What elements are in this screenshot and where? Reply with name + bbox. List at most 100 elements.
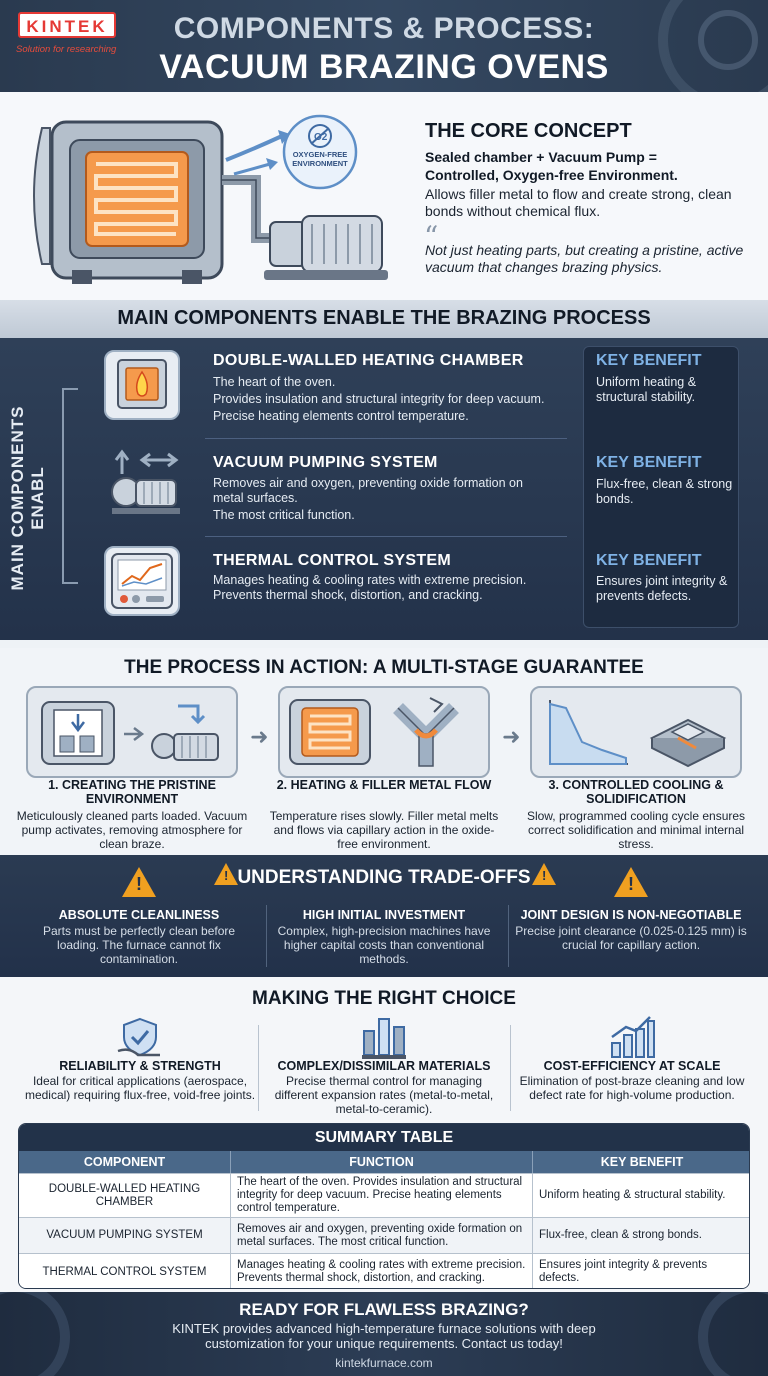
core-concept-title: THE CORE CONCEPT	[425, 120, 632, 142]
header: KINTEK Solution for researching COMPONEN…	[0, 0, 768, 92]
vacuum-oven-illustration: O2	[33, 114, 388, 284]
process-section: THE PROCESS IN ACTION: A MULTI-STAGE GUA…	[0, 648, 768, 855]
warning-icon: !	[532, 863, 556, 885]
tradeoff-desc: Parts must be perfectly clean before loa…	[42, 924, 236, 966]
key-benefit-label: KEY BENEFIT	[596, 352, 702, 369]
tradeoff-desc: Precise joint clearance (0.025-0.125 mm)…	[515, 924, 747, 952]
process-step-desc: Slow, programmed cooling cycle ensures c…	[526, 809, 746, 851]
gear-decoration-icon	[698, 10, 758, 70]
footer-text: KINTEK provides advanced high-temperatur…	[172, 1321, 596, 1351]
divider	[510, 1025, 511, 1111]
materials-blocks-icon	[362, 1018, 406, 1059]
table-cell: THERMAL CONTROL SYSTEM	[19, 1254, 231, 1288]
process-step-desc: Temperature rises slowly. Filler metal m…	[269, 809, 499, 851]
main-components-band: MAIN COMPONENTS ENABLE THE BRAZING PROCE…	[0, 300, 768, 338]
right-choice-title: MAKING THE RIGHT CHOICE	[252, 988, 516, 1009]
arrow-right-icon: ➜	[250, 724, 269, 749]
right-choice-section: MAKING THE RIGHT CHOICE RELIABILITY & ST…	[0, 977, 768, 1120]
component-title: DOUBLE-WALLED HEATING CHAMBER	[213, 352, 524, 369]
process-step-1-card	[26, 686, 238, 778]
divider	[266, 905, 267, 967]
warning-icon: !	[614, 867, 648, 897]
footer-cta: READY FOR FLAWLESS BRAZING? KINTEK provi…	[0, 1292, 768, 1376]
key-benefit-text: Flux-free, clean & strong bonds.	[596, 477, 733, 506]
key-benefit-label: KEY BENEFIT	[596, 552, 702, 569]
logo[interactable]: KINTEK	[18, 12, 116, 38]
table-cell: The heart of the oven. Provides insulati…	[231, 1174, 533, 1217]
key-benefit-text: Ensures joint integrity & prevents defec…	[596, 574, 728, 603]
logo-text: KINTEK	[26, 17, 108, 36]
divider	[508, 905, 509, 967]
process-title: THE PROCESS IN ACTION: A MULTI-STAGE GUA…	[124, 657, 644, 678]
choice-desc: Precise thermal control for managing dif…	[274, 1074, 494, 1116]
component-desc-line: Prevents thermal shock, distortion, and …	[213, 588, 483, 602]
summary-table-header: SUMMARY TABLE	[19, 1124, 749, 1151]
column-header-key-benefit: KEY BENEFIT	[533, 1151, 749, 1173]
footer-title: READY FOR FLAWLESS BRAZING?	[239, 1300, 529, 1319]
summary-table: SUMMARY TABLE COMPONENT FUNCTION KEY BEN…	[18, 1123, 750, 1289]
table-row: DOUBLE-WALLED HEATING CHAMBER The heart …	[19, 1173, 749, 1217]
column-header-function: FUNCTION	[231, 1151, 533, 1173]
core-concept-quote: Not just heating parts, but creating a p…	[425, 242, 744, 275]
divider	[205, 536, 567, 537]
table-cell: DOUBLE-WALLED HEATING CHAMBER	[19, 1174, 231, 1217]
table-cell: Flux-free, clean & strong bonds.	[539, 1229, 702, 1241]
logo-tagline: Solution for researching	[16, 44, 117, 55]
component-desc-line: The heart of the oven.	[213, 375, 336, 389]
shield-hand-icon	[117, 1017, 160, 1057]
key-benefit-text: Uniform heating & structural stability.	[596, 375, 697, 404]
component-title: THERMAL CONTROL SYSTEM	[213, 552, 452, 569]
bracket-connector	[62, 388, 78, 584]
key-benefits-panel	[583, 346, 739, 628]
component-desc-line: The most critical function.	[213, 508, 355, 522]
choice-desc: Ideal for critical applications (aerospa…	[24, 1074, 256, 1102]
divider	[258, 1025, 259, 1111]
component-title: VACUUM PUMPING SYSTEM	[213, 454, 438, 471]
column-header-component: COMPONENT	[19, 1151, 231, 1173]
warning-icon: !	[122, 867, 156, 897]
table-cell: Removes air and oxygen, preventing oxide…	[231, 1218, 533, 1253]
page-title-line1: COMPONENTS & PROCESS:	[173, 12, 595, 45]
vertical-label: MAIN COMPONENTS ENABL	[8, 405, 47, 591]
gear-decoration-icon	[658, 0, 768, 92]
component-desc-line: Precise heating elements control tempera…	[213, 409, 469, 423]
arrow-right-icon: ➜	[502, 724, 521, 749]
oxygen-free-badge: OXYGEN-FREE ENVIRONMENT	[292, 150, 348, 168]
component-desc-line: Manages heating & cooling rates with ext…	[213, 573, 527, 587]
tradeoff-title: HIGH INITIAL INVESTMENT	[302, 908, 466, 922]
page-title-line2: VACUUM BRAZING OVENS	[159, 48, 609, 86]
table-cell: Manages heating & cooling rates with ext…	[231, 1254, 533, 1288]
thermal-control-monitor-icon	[104, 546, 180, 616]
core-concept-bold: Sealed chamber + Vacuum Pump = Controlle…	[425, 148, 755, 184]
core-concept-bold-line1: Sealed chamber + Vacuum Pump =	[425, 149, 657, 165]
process-step-title: 2. HEATING & FILLER METAL FLOW	[276, 778, 492, 792]
growth-chart-icon	[611, 1016, 655, 1058]
table-row: VACUUM PUMPING SYSTEM Removes air and ox…	[19, 1217, 749, 1253]
tradeoffs-section: ! ! UNDERSTANDING TRADE-OFFS ! ! ABSOLUT…	[0, 855, 768, 977]
process-step-title: 3. CONTROLLED COOLING & SOLIDIFICATION	[548, 778, 724, 806]
core-concept-bold-line2: Controlled, Oxygen-free Environment.	[425, 167, 678, 183]
table-cell: VACUUM PUMPING SYSTEM	[19, 1218, 231, 1253]
summary-section: SUMMARY TABLE COMPONENT FUNCTION KEY BEN…	[0, 1120, 768, 1292]
component-desc-line: Provides insulation and structural integ…	[213, 392, 545, 406]
vacuum-pump-icon	[104, 448, 180, 518]
warning-icon: !	[214, 863, 238, 885]
choice-desc: Elimination of post-braze cleaning and l…	[519, 1074, 745, 1102]
summary-table-title: SUMMARY TABLE	[314, 1129, 454, 1146]
key-benefit-label: KEY BENEFIT	[596, 454, 702, 471]
footer-link[interactable]: kintekfurnace.com	[335, 1356, 433, 1370]
process-step-2-card	[278, 686, 490, 778]
table-cell: Ensures joint integrity & prevents defec…	[539, 1259, 708, 1284]
gear-decoration-icon	[698, 1292, 768, 1376]
table-row: THERMAL CONTROL SYSTEM Manages heating &…	[19, 1253, 749, 1288]
divider	[205, 438, 567, 439]
gear-decoration-icon	[0, 1292, 70, 1376]
process-step-desc: Meticulously cleaned parts loaded. Vacuu…	[16, 809, 248, 851]
tradeoff-title: JOINT DESIGN IS NON-NEGOTIABLE	[520, 908, 742, 922]
svg-text:O2: O2	[314, 132, 328, 143]
component-desc-line: Removes air and oxygen, preventing oxide…	[213, 476, 523, 505]
heating-chamber-icon	[104, 350, 180, 420]
main-components-title: MAIN COMPONENTS ENABLE THE BRAZING PROCE…	[117, 307, 651, 329]
process-step-title: 1. CREATING THE PRISTINE ENVIRONMENT	[48, 778, 216, 806]
components-panel: MAIN COMPONENTS ENABL DOUBL	[0, 338, 768, 640]
